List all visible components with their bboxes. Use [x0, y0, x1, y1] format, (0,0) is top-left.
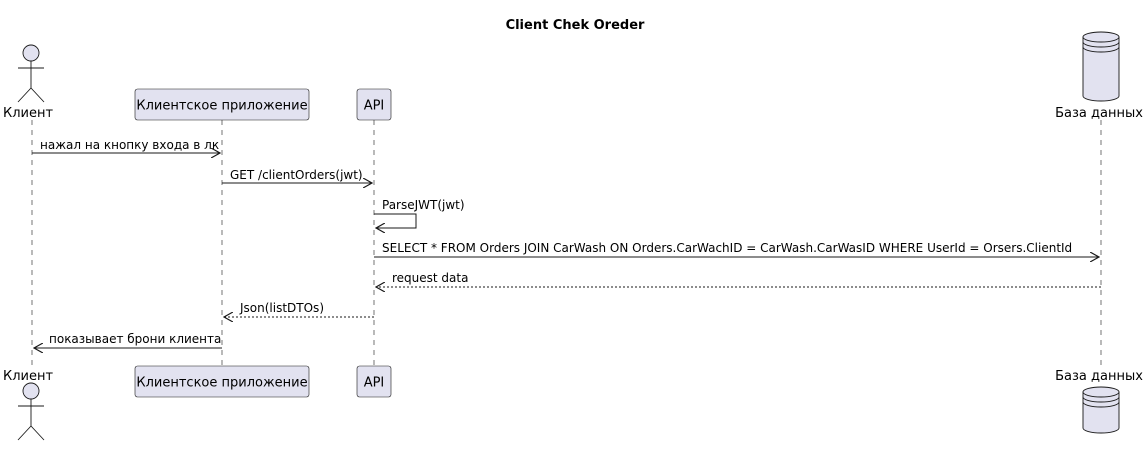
message-1: нажал на кнопку входа в лк	[32, 138, 220, 153]
participant-box	[356, 365, 392, 398]
person-icon	[17, 44, 45, 103]
participant-db-label: База данных	[1055, 369, 1143, 384]
message-label: ParseJWT(jwt)	[382, 198, 465, 212]
message-label: GET /clientOrders(jwt)	[230, 168, 363, 182]
participant-app-label: Клиентское приложение	[136, 99, 307, 114]
participant-app-bottom: Клиентское приложение	[134, 365, 310, 398]
actor-client-label: Клиент	[3, 106, 53, 121]
message-5: request data	[376, 271, 1101, 287]
participant-api-label: API	[364, 99, 385, 114]
participant-db-bottom: База данных	[1055, 369, 1143, 434]
message-7: показывает брони клиента	[34, 332, 222, 348]
message-label: нажал на кнопку входа в лк	[40, 138, 219, 152]
message-label: показывает брони клиента	[49, 332, 221, 346]
actor-client-bottom: Клиент	[3, 369, 53, 441]
diagram-title: Client Chek Oreder	[506, 18, 645, 33]
message-6: Json(listDTOs)	[224, 301, 374, 317]
message-4: SELECT * FROM Orders JOIN CarWash ON Ord…	[374, 241, 1099, 257]
message-label: Json(listDTOs)	[239, 301, 324, 315]
participant-box	[134, 88, 310, 121]
participant-api-top: API	[356, 88, 392, 121]
message-arrow	[374, 213, 417, 228]
message-label: SELECT * FROM Orders JOIN CarWash ON Ord…	[382, 241, 1072, 255]
database-icon	[1082, 31, 1120, 102]
participant-db-top: База данных	[1055, 31, 1143, 121]
database-icon	[1082, 386, 1120, 434]
participant-api-label: API	[364, 376, 385, 391]
participant-app-label: Клиентское приложение	[136, 376, 307, 391]
message-label: request data	[392, 271, 468, 285]
participant-app-top: Клиентское приложение	[134, 88, 310, 121]
participant-api-bottom: API	[356, 365, 392, 398]
participant-box	[356, 88, 392, 121]
participant-db-label: База данных	[1055, 106, 1143, 121]
person-icon	[17, 382, 45, 441]
message-2: GET /clientOrders(jwt)	[222, 168, 372, 183]
participant-box	[134, 365, 310, 398]
actor-client-top: Клиент	[3, 44, 53, 121]
actor-client-label: Клиент	[3, 369, 53, 384]
message-3-self: ParseJWT(jwt)	[374, 198, 465, 228]
